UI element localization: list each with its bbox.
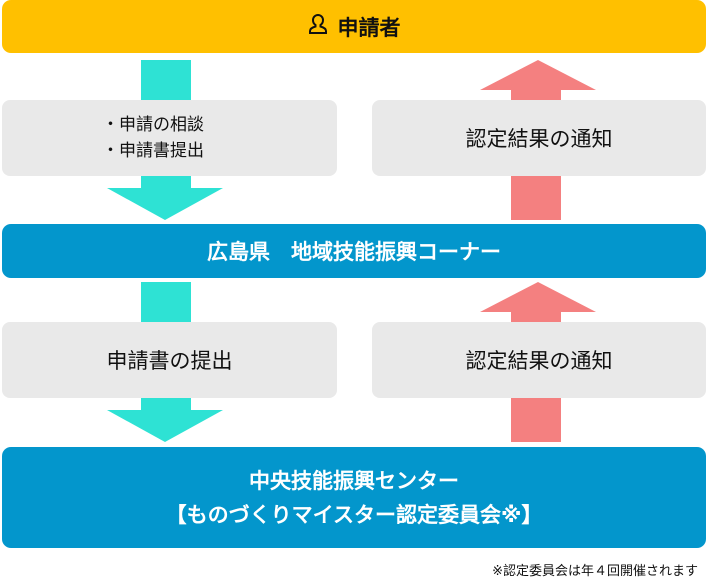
footnote: ※認定委員会は年４回開催されます <box>492 564 698 579</box>
applicant-bar: 申請者 <box>2 0 706 53</box>
applicant-label: 申請者 <box>337 15 401 40</box>
result-notice-label: 認定結果の通知 <box>465 127 613 151</box>
submission-label: 申請書の提出 <box>106 349 233 373</box>
person-icon <box>308 13 328 40</box>
result-notice-box-1: 認定結果の通知 <box>372 100 706 176</box>
prefecture-label: 広島県 地域技能振興コーナー <box>207 240 501 264</box>
result-notice-label: 認定結果の通知 <box>465 349 613 373</box>
submission-item: ・申請書提出 <box>102 141 204 161</box>
prefecture-bar: 広島県 地域技能振興コーナー <box>2 224 706 278</box>
committee-name: 【ものづくりマイスター認定委員会※】 <box>165 502 543 527</box>
result-notice-box-2: 認定結果の通知 <box>372 322 706 398</box>
center-name: 中央技能振興センター <box>249 468 459 493</box>
consultation-item: ・申請の相談 <box>102 115 204 135</box>
submission-box: 申請書の提出 <box>2 322 337 398</box>
consultation-box: ・申請の相談 ・申請書提出 <box>2 100 337 176</box>
center-bar: 中央技能振興センター 【ものづくりマイスター認定委員会※】 <box>2 447 706 548</box>
